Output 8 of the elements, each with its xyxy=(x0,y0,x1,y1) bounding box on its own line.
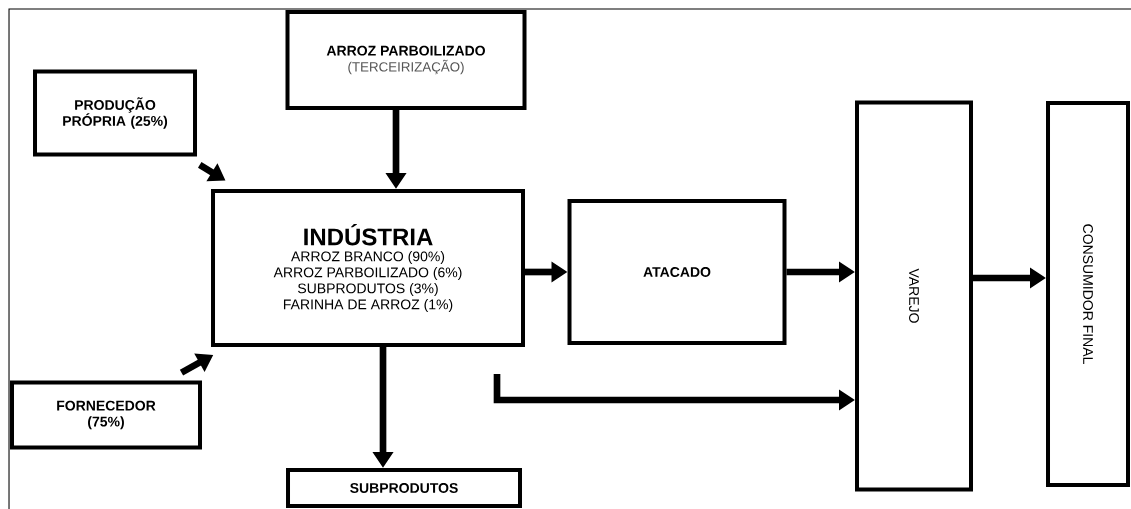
process-box: CONSUMIDOR FINAL xyxy=(1046,101,1130,487)
process-box: INDÚSTRIA ARROZ BRANCO (90%) ARROZ PARBOILIZADO (6%) SUBPRODUTOS (3%) FARINHA DE ARROZ (1%) xyxy=(211,189,525,347)
process-box: VAREJO xyxy=(855,100,973,492)
process-box: FORNECEDOR (75%) xyxy=(10,380,202,450)
process-box: ARROZ PARBOILIZADO (TERCEIRIZAÇÃO) xyxy=(285,10,527,110)
process-box: PRODUÇÃO PRÓPRIA (25%) xyxy=(33,69,197,157)
process-box: ATACADO xyxy=(567,199,787,345)
process-box: SUBPRODUTOS xyxy=(286,468,522,508)
